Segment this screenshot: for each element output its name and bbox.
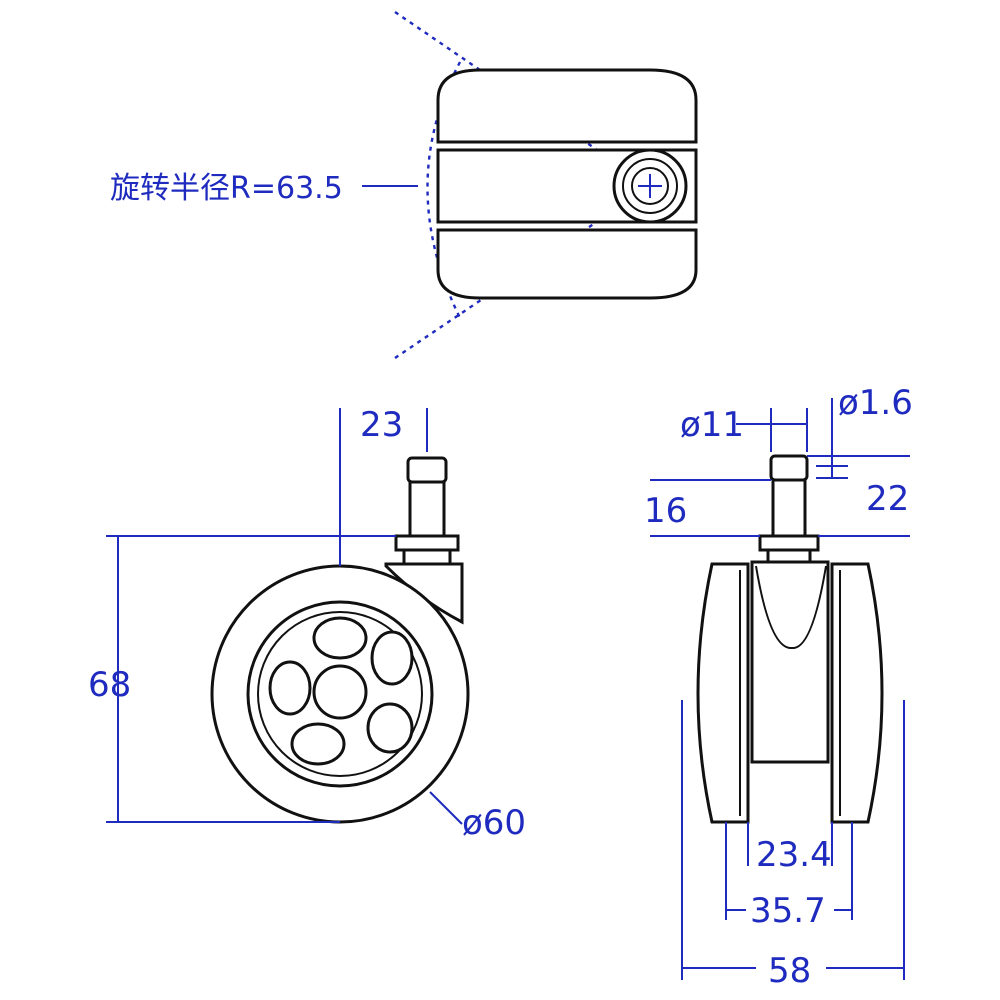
side-stem-shaft: [408, 480, 446, 538]
side-spoke-hole-4: [290, 722, 346, 766]
front-stem-tip: [769, 454, 809, 482]
side-wheel-hub: [312, 664, 368, 720]
stem-total-label: 22: [866, 479, 909, 519]
front-stem-shaft: [771, 478, 807, 538]
rotation-radius-label: 旋转半径R=63.5: [110, 171, 343, 206]
stem-offset-label: 23: [360, 405, 403, 445]
stem-length-label: 16: [644, 491, 687, 531]
side-stem-neck: [402, 548, 452, 566]
front-wheel-right: [830, 562, 884, 824]
inner-gap-label: 23.4: [756, 835, 832, 875]
side-stem-collar: [394, 534, 460, 552]
front-wheel-left: [696, 562, 750, 824]
front-bracket-curve: [755, 565, 827, 649]
top-view: 旋转半径R=63.5: [110, 11, 698, 359]
side-view: 23 68 ø60: [88, 405, 526, 843]
side-spoke-hole-2: [370, 630, 414, 686]
top-stem-inner: [631, 167, 669, 205]
front-stem-collar: [758, 534, 820, 552]
stem-diameter-label: ø11: [680, 405, 744, 445]
side-spoke-hole-5: [268, 660, 312, 716]
wheel-diameter-label: ø60: [462, 803, 526, 843]
groove-diameter-label: ø1.6: [838, 383, 913, 423]
top-wheel-upper: [436, 68, 698, 144]
side-wheel-rim-inner: [257, 611, 423, 777]
dim-60-leader: [429, 791, 463, 825]
front-view: ø11 ø1.6 16 22 23.4 35.7 58: [644, 383, 913, 991]
total-height-label: 68: [88, 665, 131, 705]
front-bracket: [750, 560, 830, 764]
total-width-label: 58: [768, 951, 811, 991]
side-spoke-hole-1: [312, 616, 368, 660]
outer-gap-label: 35.7: [750, 891, 826, 931]
side-spoke-hole-3: [366, 702, 414, 754]
side-stem-tip: [406, 456, 448, 484]
top-wheel-lower: [436, 228, 698, 300]
front-stem-neck: [766, 548, 812, 564]
top-stem-cross-icon: [638, 174, 662, 198]
top-stem-middle: [622, 158, 678, 214]
